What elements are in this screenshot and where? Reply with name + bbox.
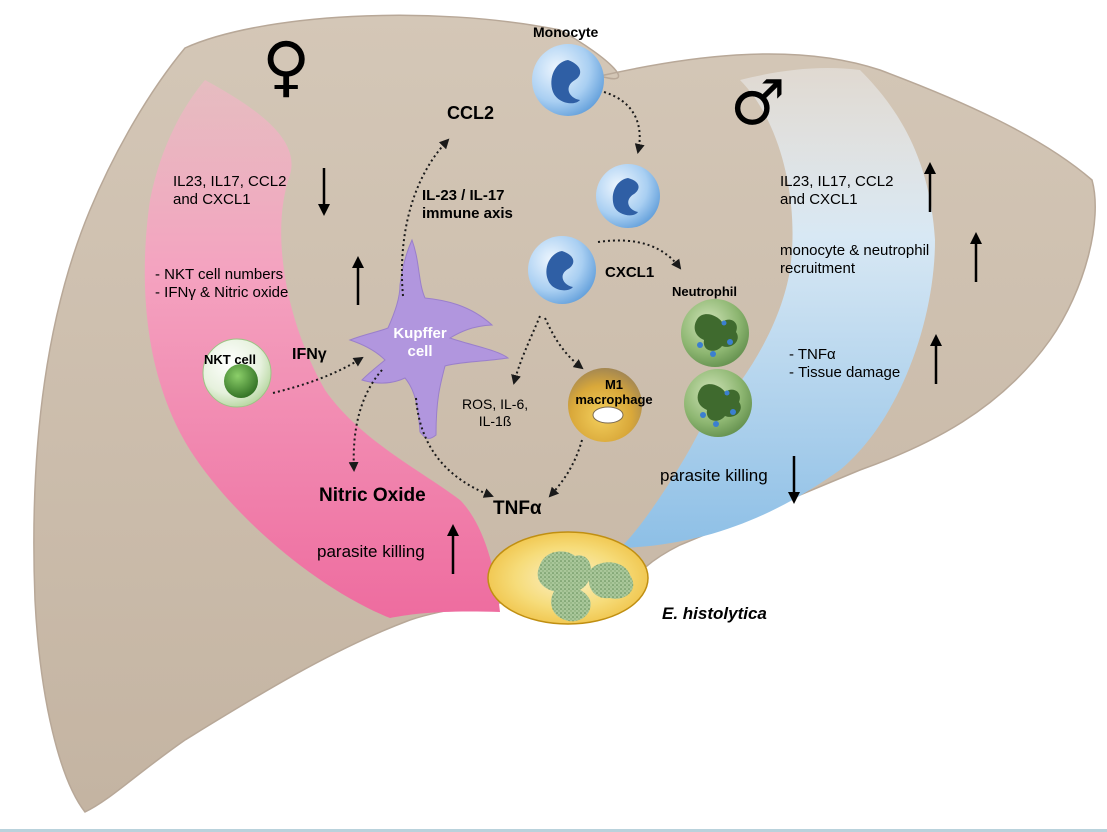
female-nkt-text: - NKT cell numbers - IFNγ & Nitric oxide [155,266,289,301]
female-band [144,80,500,618]
ros-label: ROS, IL-6, IL-1ß [462,396,529,429]
parasite-amoeba [537,551,634,622]
nkt-cell [202,338,272,408]
nkt-cell-label: NKT cell [204,352,257,367]
male-symbol: ♂ [730,66,786,139]
arrow-kupffer-no [348,369,383,472]
kupffer-label: Kupffer cell [393,325,447,360]
parasite-label: E. histolytica [662,604,767,623]
neutrophil-label: Neutrophil [672,284,737,299]
ccl2-label: CCL2 [447,103,495,123]
monocyte-label: Monocyte [533,24,599,40]
kupffer-cell [348,238,510,439]
arrow-monocyte-m1 [544,317,584,370]
arrow-kupffer-ccl2 [400,138,450,297]
male-killing-text: parasite killing [660,466,768,485]
male-cytokines-text: IL23, IL17, CCL2 and CXCL1 [780,173,894,208]
nitric-oxide-label: Nitric Oxide [319,485,426,506]
arrow-monocyte-neutrophil [597,239,682,270]
axis-label: IL-23 / IL-17 immune axis [422,187,513,222]
monocyte-cell-1 [532,44,604,116]
tnfa-label: TNFα [493,498,542,519]
bottom-border [0,829,1107,832]
arrow-monocyte-ros [511,315,541,385]
monocyte-cell-3 [528,236,596,304]
neutrophil-cell-2 [684,369,752,437]
arrow-nkt-kupffer [272,356,364,394]
male-damage-text: - TNFα - Tissue damage [789,346,901,381]
male-band [620,68,935,548]
female-symbol: ♀ [262,28,311,105]
monocyte-cell-2 [596,164,660,228]
female-cytokines-text: IL23, IL17, CCL2 and CXCL1 [173,173,287,208]
ifng-label: IFNγ [292,346,327,363]
signal-arrows [272,91,682,498]
cxcl1-label: CXCL1 [605,264,655,281]
neutrophil-cell-1 [681,299,749,367]
arrow-monocyte-down [603,91,645,154]
male-recruitment-text: monocyte & neutrophil recruitment [780,242,930,277]
m1-macrophage [568,368,642,442]
arrow-kupffer-tnf [415,397,494,498]
arrow-m1-tnf [548,439,583,498]
trend-arrows [318,162,982,574]
female-killing-text: parasite killing [317,542,425,561]
m1-label: M1 macrophage [575,377,653,408]
